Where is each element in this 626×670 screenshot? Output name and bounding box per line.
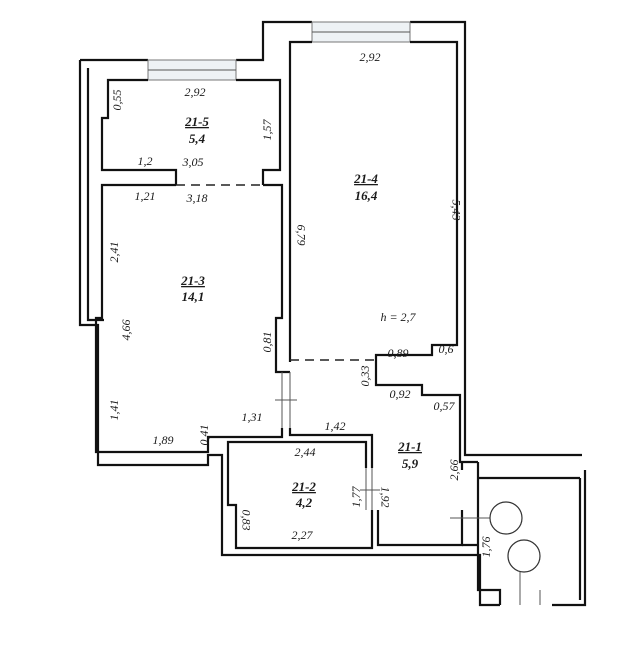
dimension: 0,83 xyxy=(239,510,253,531)
room-area: 16,4 xyxy=(355,188,378,203)
dimension: 1,77 xyxy=(349,486,363,508)
dimension: 2,41 xyxy=(107,242,121,263)
room-21-1-wall xyxy=(376,462,464,547)
fixture-icon xyxy=(507,539,541,573)
dimension: 0,33 xyxy=(358,366,372,387)
dimension: 2,27 xyxy=(292,528,314,542)
dimension: 0,41 xyxy=(197,425,211,446)
room-number: 21-2 xyxy=(291,479,316,494)
dimension: 3,05 xyxy=(182,155,204,169)
dimension: 2,66 xyxy=(447,460,461,481)
room-21-1: 21-1 5,9 xyxy=(397,439,422,471)
dimensions: 2,92 0,55 1,57 1,2 3,05 1,21 3,18 2,41 4… xyxy=(107,50,493,558)
room-area: 4,2 xyxy=(295,495,313,510)
dimension: 2,92 xyxy=(185,85,206,99)
bathroom-wall xyxy=(462,462,582,605)
outer-wall-inner xyxy=(86,68,104,322)
dimension: 2,92 xyxy=(360,50,381,64)
room-21-2: 21-2 4,2 xyxy=(291,479,316,510)
room-21-5: 21-5 5,4 xyxy=(184,114,209,146)
dimension: 5,43 xyxy=(449,200,463,221)
room-21-4: 21-4 16,4 xyxy=(353,171,378,203)
dimension: 1,42 xyxy=(325,419,346,433)
dimension: 0,92 xyxy=(390,387,411,401)
dimension: 1,92 xyxy=(378,487,392,508)
room-number: 21-1 xyxy=(397,439,422,454)
dimension: 1,21 xyxy=(135,189,156,203)
dimension: 1,89 xyxy=(153,433,174,447)
dimension: 0,57 xyxy=(434,399,456,413)
room-number: 21-4 xyxy=(353,171,378,186)
outer-wall xyxy=(78,20,587,607)
dimension: 1,2 xyxy=(138,154,153,168)
dimension: 0,89 xyxy=(388,346,409,360)
dimension: 3,18 xyxy=(186,191,208,205)
ceiling-height: h = 2,7 xyxy=(380,310,416,324)
dimension: 1,41 xyxy=(107,400,121,421)
fixture-icon xyxy=(489,501,523,535)
dimension: 1,76 xyxy=(479,537,493,558)
room-number: 21-5 xyxy=(184,114,209,129)
dimension: 1,31 xyxy=(242,410,263,424)
room-21-5-wall xyxy=(100,78,282,185)
room-21-2-wall xyxy=(226,428,374,550)
dimension: 6,79 xyxy=(294,225,308,246)
room-number: 21-3 xyxy=(180,273,205,288)
room-21-3-right-wall xyxy=(263,183,290,374)
room-area: 5,9 xyxy=(402,456,419,471)
room-21-3: 21-3 14,1 xyxy=(180,273,205,304)
room-21-3-wall xyxy=(94,183,284,454)
dimension: 1,57 xyxy=(260,119,274,141)
room-21-4-wall xyxy=(288,40,478,464)
dimension: 0,6 xyxy=(439,342,454,356)
room-area: 14,1 xyxy=(182,289,205,304)
dimension: 0,55 xyxy=(110,90,124,111)
dimension: 2,44 xyxy=(295,445,316,459)
dimension: 4,66 xyxy=(119,320,133,341)
dimension: 0,81 xyxy=(260,332,274,353)
room-area: 5,4 xyxy=(189,131,206,146)
